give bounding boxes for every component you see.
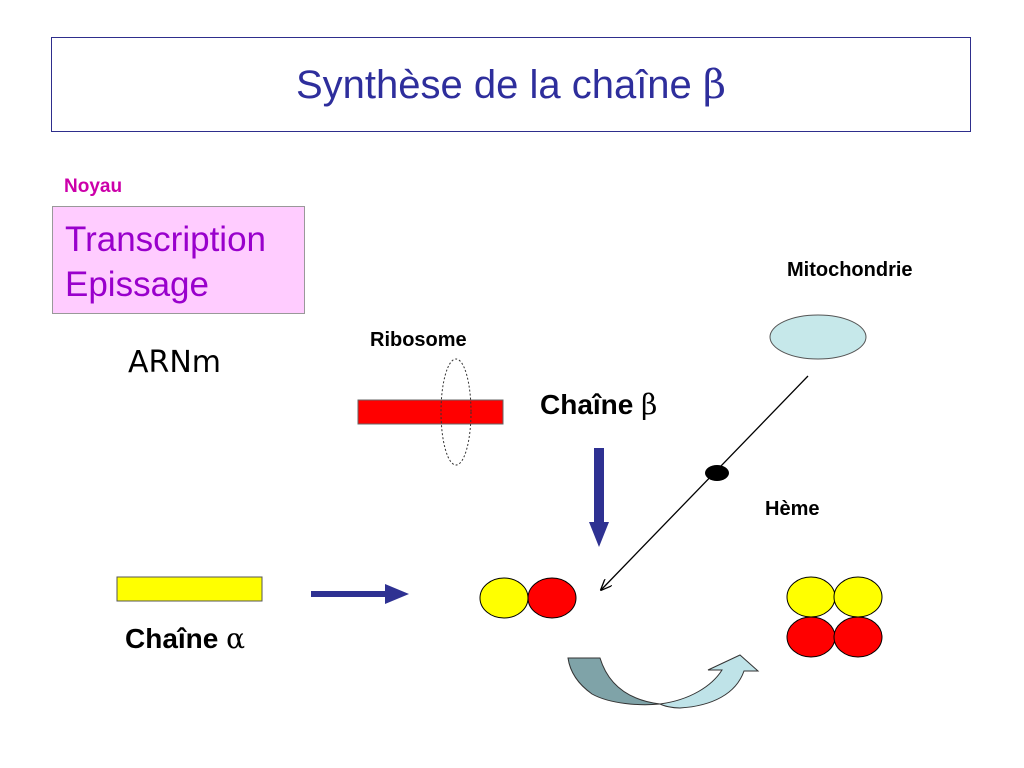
ribosome-label: Ribosome [370,329,467,351]
tetramer-beta-2 [833,616,883,658]
tetramer-alpha-1 [786,576,836,618]
title-box: Synthèse de la chaîne β [51,37,971,132]
heme-transport-arrow [601,375,809,590]
thick-right-arrow-icon [311,584,409,604]
chaine-beta-greek: β [641,388,658,421]
nucleus-box: Transcription Epissage [52,206,305,314]
ribosome-ellipse [440,358,472,466]
title-text: Synthèse de la chaîne [295,62,703,107]
heme-label: Hème [765,498,820,520]
chaine-alpha-label: Chaîne α [125,622,245,655]
chaine-alpha-greek: α [226,622,246,655]
arnm-label: ARNm [128,345,222,380]
chaine-beta-label: Chaîne β [540,388,657,421]
mitochondrie-label: Mitochondrie [787,259,913,281]
title-greek-beta: β [702,61,727,108]
chaine-beta-text: Chaîne [540,389,642,420]
heme-dot-icon [705,465,729,481]
chaine-alpha-text: Chaîne [125,623,227,654]
slide-title: Synthèse de la chaîne β [296,62,726,108]
thick-down-arrow-icon [589,448,609,547]
dimer-alpha-subunit [479,577,529,619]
mrna-bar [357,399,504,425]
noyau-label: Noyau [64,176,123,197]
epissage-text: Epissage [65,265,209,304]
transcription-text: Transcription [65,220,266,259]
u-turn-arrow-icon [567,654,760,709]
tetramer-alpha-2 [833,576,883,618]
tetramer-beta-1 [786,616,836,658]
alpha-chain-bar [116,576,263,602]
mitochondria-ellipse [769,314,867,360]
dimer-beta-subunit [527,577,577,619]
